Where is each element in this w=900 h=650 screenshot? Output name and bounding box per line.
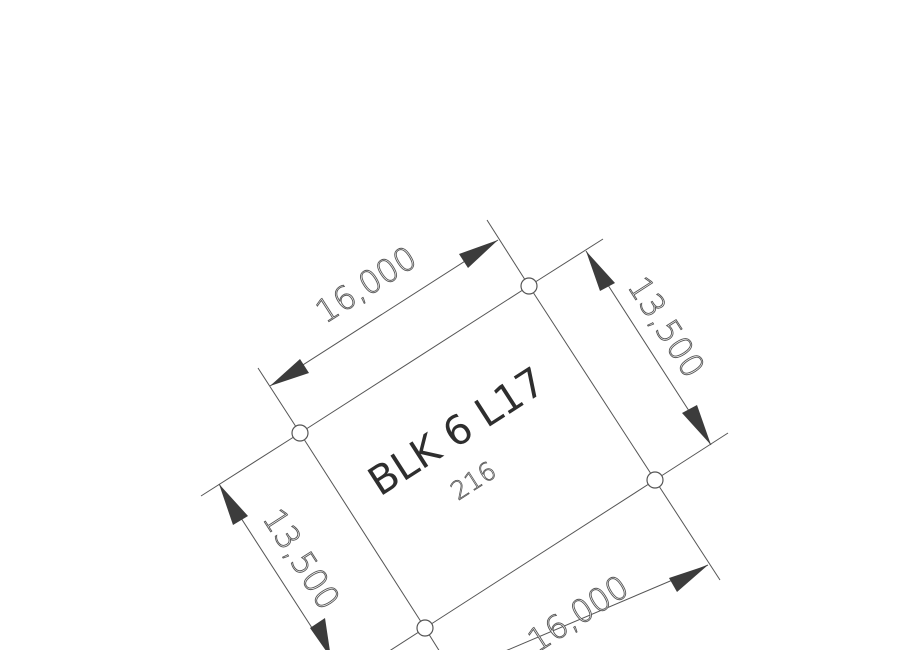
dimension-bottom: 16,000 <box>506 564 709 650</box>
dimension-right: 13,500 <box>585 250 713 446</box>
extension-line <box>654 479 721 581</box>
extension-line <box>528 238 604 287</box>
dimension-line <box>269 239 499 387</box>
arrowhead <box>459 240 498 268</box>
extension-line <box>257 367 301 434</box>
arrowhead <box>270 359 309 386</box>
corner-node <box>646 471 664 489</box>
boundary-right-edge <box>528 285 656 481</box>
dimension-label-right: 13,500 <box>620 270 712 385</box>
boundary-left-edge <box>299 432 426 629</box>
dimension-label-bottom: 16,000 <box>521 568 636 650</box>
dimension-left: 13,500 <box>218 483 348 650</box>
extension-lines <box>200 219 729 650</box>
arrowhead <box>310 618 330 650</box>
arrowhead <box>669 565 708 592</box>
dimension-line <box>506 564 709 650</box>
dimension-label-left: 13,500 <box>255 502 347 617</box>
lot-boundary <box>299 285 656 629</box>
arrowhead <box>586 251 615 291</box>
corner-nodes <box>291 277 664 637</box>
dimension-top: 16,000 <box>269 238 499 387</box>
lot-area-label: 216 <box>445 456 501 506</box>
extension-line <box>200 432 301 497</box>
arrowhead <box>682 405 711 445</box>
boundary-bottom-edge <box>424 479 656 629</box>
extension-line <box>654 432 729 481</box>
dimension-label-top: 16,000 <box>309 239 424 331</box>
corner-node <box>291 424 309 442</box>
arrowhead <box>219 484 248 525</box>
corner-node <box>416 619 434 637</box>
extension-line <box>486 219 530 287</box>
extension-line <box>389 627 426 650</box>
corner-node <box>520 277 538 295</box>
boundary-top-edge <box>299 285 530 434</box>
